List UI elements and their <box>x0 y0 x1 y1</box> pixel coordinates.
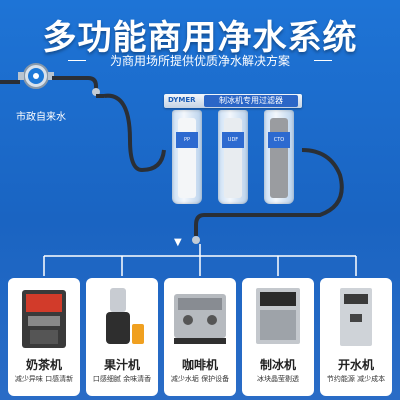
device-desc: 口感细腻 余味清香 <box>92 375 152 383</box>
cartridge-core <box>270 118 288 198</box>
device-desc: 减少水垢 保护设备 <box>170 375 230 383</box>
filter-cartridge: UDF <box>218 110 248 204</box>
device-list: 奶茶机 减少异味 口感清新 果汁机 口感细腻 余味清香 咖啡机 减少水垢 保护设… <box>8 278 392 396</box>
device-card-coffee: 咖啡机 减少水垢 保护设备 <box>164 278 236 396</box>
milk-tea-machine-icon <box>22 290 66 348</box>
filter-brand: DYMER <box>168 96 196 104</box>
water-boiler-icon <box>340 288 372 346</box>
subtitle-text: 为商用场所提供优质净水解决方案 <box>109 54 290 68</box>
filter-banner: 制冰机专用过滤器 <box>204 95 298 107</box>
device-name: 奶茶机 <box>25 358 62 372</box>
device-card-milk-tea: 奶茶机 减少异味 口感清新 <box>8 278 80 396</box>
device-desc: 冰块晶莹剔透 <box>257 375 299 383</box>
coffee-machine-icon <box>174 294 226 344</box>
filter-unit: DYMER 制冰机专用过滤器 PP UDF CTO <box>164 94 302 206</box>
device-desc: 减少异味 口感清新 <box>14 375 74 383</box>
device-card-water-boiler: 开水机 节约能源 减少成本 <box>320 278 392 396</box>
device-name: 果汁机 <box>103 358 140 372</box>
filter-cartridge: CTO <box>264 110 294 204</box>
cartridge-core <box>224 118 242 198</box>
down-arrow-icon: ▼ <box>174 237 182 248</box>
filter-header: DYMER 制冰机专用过滤器 <box>164 94 302 108</box>
juicer-icon <box>106 288 144 344</box>
device-desc: 节约能源 减少成本 <box>326 375 386 383</box>
cartridge-tag: UDF <box>222 132 244 148</box>
device-card-ice-maker: 制冰机 冰块晶莹剔透 <box>242 278 314 396</box>
water-meter-icon <box>18 63 54 89</box>
device-name: 咖啡机 <box>181 358 218 372</box>
device-name: 开水机 <box>337 358 374 372</box>
page-title: 多功能商用净水系统 <box>42 18 358 58</box>
cartridge-core <box>178 118 196 198</box>
cartridge-tag: PP <box>176 132 198 148</box>
ice-maker-icon <box>256 288 300 344</box>
filter-cartridge: PP <box>172 110 202 204</box>
cartridge-tag: CTO <box>268 132 290 148</box>
source-label: 市政自来水 <box>16 112 66 123</box>
device-name: 制冰机 <box>259 358 296 372</box>
page-subtitle: 为商用场所提供优质净水解决方案 <box>68 52 332 70</box>
device-card-juicer: 果汁机 口感细腻 余味清香 <box>86 278 158 396</box>
